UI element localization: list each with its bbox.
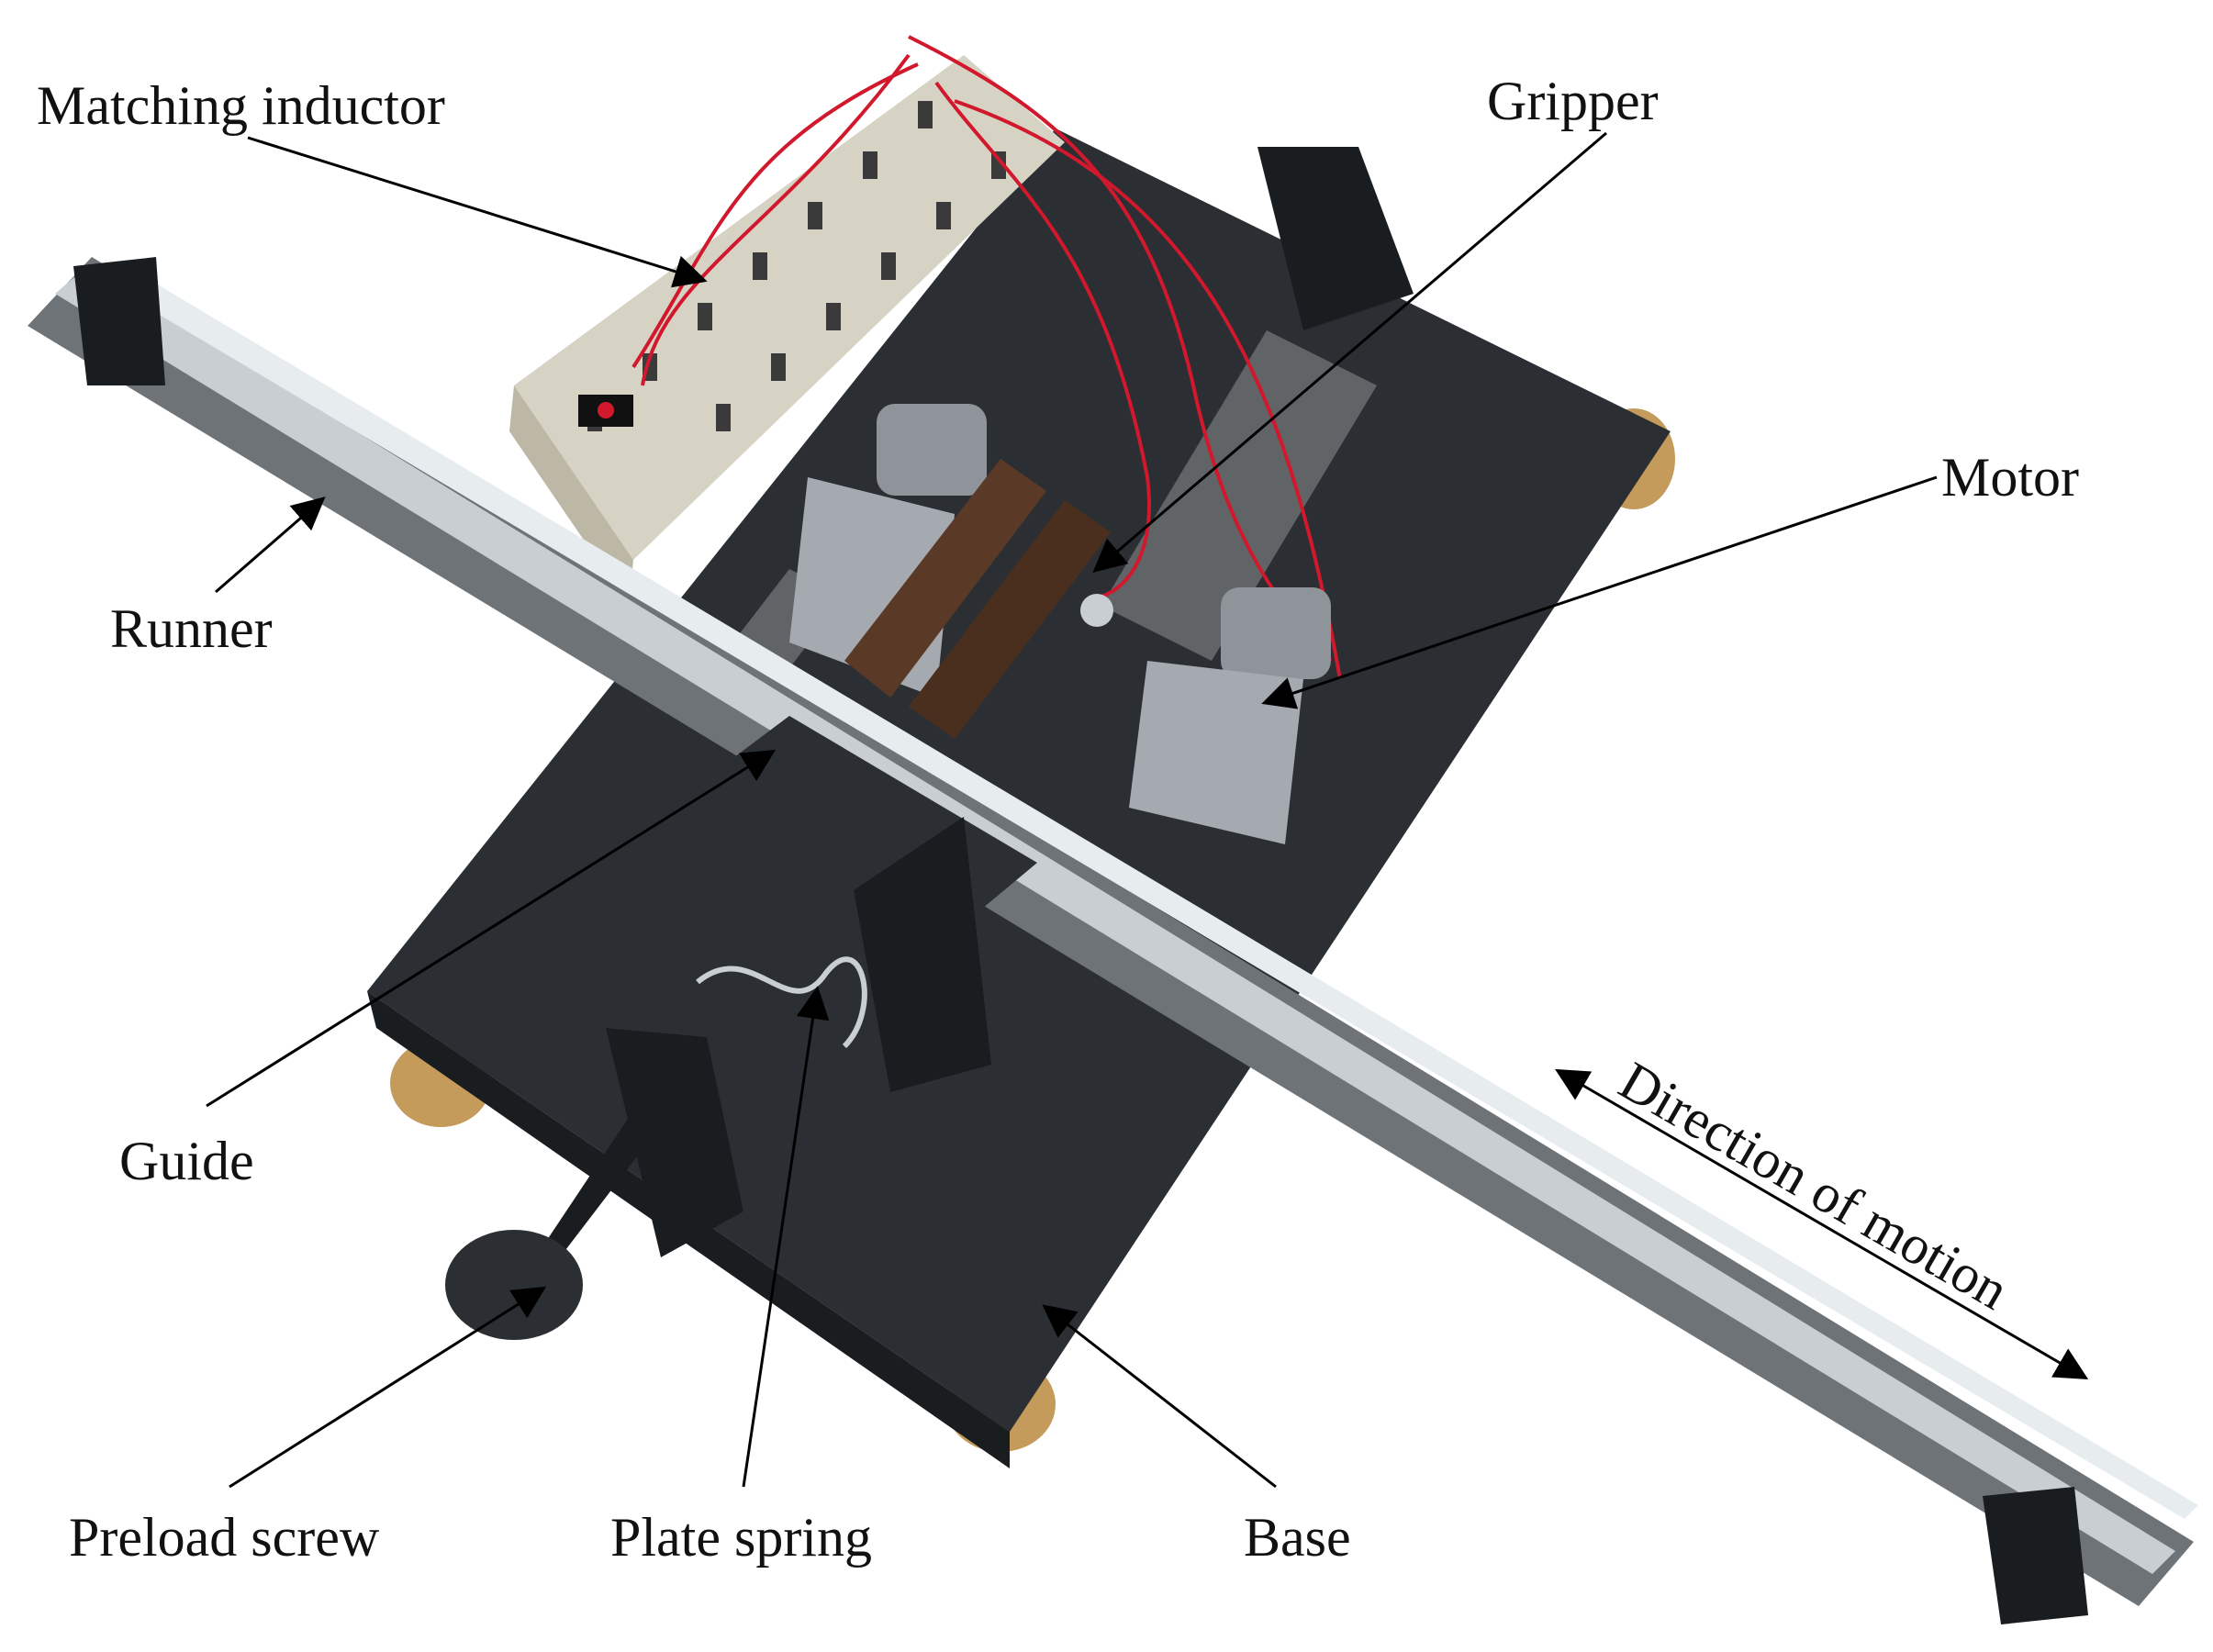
plate-spring (696, 956, 867, 1049)
label-gripper: Gripper (1487, 71, 1659, 131)
preload-screw (445, 1028, 743, 1340)
label-base: Base (1244, 1507, 1351, 1568)
label-guide: Guide (119, 1131, 254, 1191)
label-preload-screw: Preload screw (69, 1507, 380, 1568)
gripper-block (1257, 147, 1414, 330)
label-motor: Motor (1941, 447, 2079, 508)
motor-assembly (789, 404, 1331, 844)
label-matching-inductor: Matching inductor (37, 75, 445, 136)
gripper-jaws (844, 459, 1113, 739)
leader-lines (206, 131, 2089, 1489)
label-runner: Runner (110, 598, 273, 659)
label-plate-spring: Plate spring (610, 1507, 872, 1568)
red-wires (631, 35, 1342, 680)
